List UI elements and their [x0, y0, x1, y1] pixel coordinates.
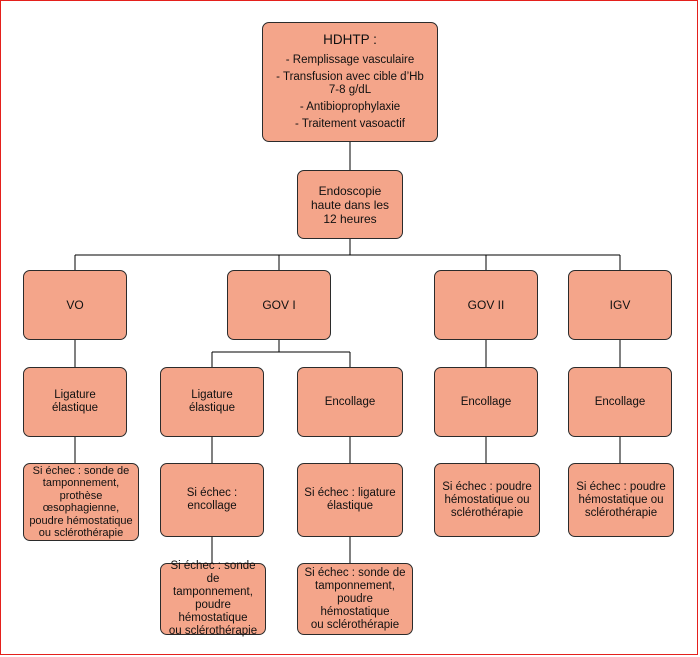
gov1-echec-ligature-box: Si échec : ligature élastique	[297, 463, 403, 537]
hdhtp-item: - Transfusion avec cible d’Hb 7-8 g/dL	[276, 70, 424, 96]
gov1-echec-final-left-box: Si échec : sonde de tamponnement, poudre…	[160, 560, 266, 637]
hdhtp-item: - Antibioprophylaxie	[299, 100, 401, 113]
igv-box: IGV	[568, 270, 672, 340]
gov1-echec-final-right-box: Si échec : sonde de tamponnement, poudre…	[297, 563, 413, 635]
igv-echec-box: Si échec : poudre hémostatique ou scléro…	[568, 463, 674, 537]
gov1-echec-encollage-box: Si échec : encollage	[160, 463, 264, 537]
hdhtp-item: - Traitement vasoactif	[295, 117, 405, 130]
gov2-echec-box: Si échec : poudre hémostatique ou scléro…	[434, 463, 540, 537]
gov2-encollage-box: Encollage	[434, 367, 538, 437]
igv-encollage-box: Encollage	[568, 367, 672, 437]
vo-box: VO	[23, 270, 127, 340]
gov2-box: GOV II	[434, 270, 538, 340]
gov1-encollage-box: Encollage	[297, 367, 403, 437]
vo-ligature-box: Ligature élastique	[23, 367, 127, 437]
endoscopie-box: Endoscopie haute dans les 12 heures	[297, 170, 403, 239]
hdhtp-item: - Remplissage vasculaire	[285, 53, 415, 66]
hdhtp-title: HDHTP :	[323, 31, 377, 47]
vo-echec-box: Si échec : sonde de tamponnement, prothè…	[23, 463, 139, 541]
hdhtp-box: HDHTP : - Remplissage vasculaire - Trans…	[262, 22, 438, 142]
gov1-box: GOV I	[227, 270, 331, 340]
gov1-ligature-box: Ligature élastique	[160, 367, 264, 437]
